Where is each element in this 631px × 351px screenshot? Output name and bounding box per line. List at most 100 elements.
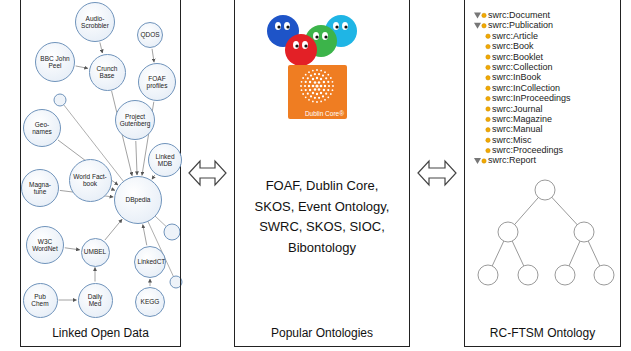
double-arrow — [418, 161, 456, 185]
dataset-circle: UMBEL — [81, 238, 110, 267]
node-label: W3C WordNet — [30, 238, 60, 253]
ontology-list: FOAF, Dublin Core, SKOS, Event Ontology,… — [246, 176, 398, 258]
class-label: swrc:InCollection — [464, 83, 621, 93]
node-label: Audio- Scrobbler — [79, 15, 110, 30]
hub-circle: DBpedia — [114, 176, 162, 224]
link-line — [136, 141, 137, 175]
node-label: Magna- tune — [25, 181, 55, 196]
class-label: swrc:Document — [464, 10, 621, 20]
dataset-circle: LinkedCT — [134, 246, 166, 278]
expand-triangle — [474, 158, 481, 164]
tree-node — [535, 180, 555, 200]
dataset-circle: Project Gutenberg — [115, 100, 155, 140]
dataset-circle: FOAF profiles — [138, 63, 176, 101]
logo-box: Dublin Core® — [288, 65, 347, 119]
link-line — [76, 66, 88, 68]
class-label: swrc:Misc — [464, 135, 621, 145]
logo-eyes — [275, 22, 348, 49]
dataset-circle: Daily Med — [78, 283, 113, 318]
class-label: swrc:Publication — [464, 20, 621, 30]
node-label: Daily Med — [81, 293, 108, 308]
class-label: swrc:Magazine — [464, 114, 621, 124]
class-tree — [478, 180, 614, 285]
node-label: UMBEL — [84, 248, 106, 255]
tree-list-marks — [474, 12, 490, 164]
dataset-circle: Audio- Scrobbler — [75, 2, 115, 42]
node-label: Project Gutenberg — [119, 113, 150, 128]
node-label: Dublin Core® — [305, 110, 344, 117]
class-bullet — [486, 44, 490, 48]
link-line — [152, 175, 155, 179]
dataset-circle: KEGG — [135, 287, 165, 317]
class-bullet — [486, 128, 490, 132]
class-bullet — [486, 76, 490, 80]
class-label: swrc:Collection — [464, 62, 621, 72]
panel-box: FOAF, Dublin Core, SKOS, Event Ontology,… — [234, 0, 410, 347]
link-line — [95, 268, 96, 282]
class-bullet — [486, 34, 490, 38]
dataset-circle: BBC John Peel — [35, 42, 75, 82]
link-line — [143, 225, 147, 246]
panel-caption: Popular Ontologies — [271, 326, 373, 340]
tree-node — [518, 265, 538, 285]
lod-extra-links — [60, 100, 176, 282]
dataset-circle: Crunch Base — [89, 54, 126, 91]
node-label: BBC John Peel — [39, 55, 70, 70]
link-line — [150, 279, 151, 286]
class-bullet — [486, 148, 490, 152]
class-bullet — [486, 55, 490, 59]
node-label: LinkedCT — [138, 258, 163, 265]
class-bullet — [486, 86, 490, 90]
class-bullet — [482, 13, 486, 17]
dataset-circle: QDOS — [137, 22, 163, 48]
link-line — [59, 300, 77, 301]
class-label: swrc:Proceedings — [464, 145, 621, 155]
node-label: DBpedia — [126, 196, 151, 203]
class-label: swrc:Manual — [464, 124, 621, 134]
expand-triangle — [474, 23, 481, 29]
node-label: KEGG — [141, 298, 160, 305]
dataset-circle: World Fact- book — [69, 159, 112, 202]
tree-node — [498, 222, 518, 242]
expand-triangle — [474, 12, 481, 18]
tree-node — [594, 265, 614, 285]
class-bullet — [486, 138, 490, 142]
dataset-circle — [54, 94, 66, 106]
node-label: Geo- names — [27, 121, 57, 136]
node-label: Crunch Base — [93, 65, 122, 80]
lod-plain-circles — [54, 94, 182, 288]
panel-caption: Linked Open Data — [52, 326, 149, 340]
class-bullet — [482, 24, 486, 28]
foaf-logo — [267, 15, 357, 66]
link-line — [152, 49, 154, 62]
tree-node — [478, 265, 498, 285]
dataset-circle: Linked MDB — [148, 143, 182, 177]
link-line — [65, 248, 80, 250]
link-line — [105, 219, 122, 240]
double-arrow — [189, 161, 226, 185]
node-label: Linked MDB — [152, 153, 179, 168]
tree-list: swrc:Documentswrc:Publicationswrc:Articl… — [464, 10, 621, 166]
dataset-circle — [164, 224, 180, 240]
tree-node — [555, 265, 575, 285]
logo-pupils — [277, 25, 347, 47]
class-bullet — [486, 117, 490, 121]
logo-face — [285, 34, 317, 66]
class-label: swrc:Journal — [464, 104, 621, 114]
class-label: swrc:Booklet — [464, 52, 621, 62]
dataset-circle: Geo- names — [23, 109, 61, 147]
class-label: swrc:Book — [464, 41, 621, 51]
class-bullet — [486, 96, 490, 100]
dataset-circle: Pub Chem — [23, 283, 58, 318]
class-bullet — [486, 65, 490, 69]
class-bullet — [486, 107, 490, 111]
class-label: swrc:InBook — [464, 72, 621, 82]
node-label: Pub Chem — [26, 293, 53, 308]
class-bullet — [482, 159, 486, 163]
class-label: swrc:Report — [464, 155, 621, 165]
node-label: World Fact- book — [73, 173, 107, 188]
panel-caption: RC-FTSM Ontology — [490, 326, 595, 340]
tree-node — [574, 222, 594, 242]
node-label: QDOS — [140, 31, 159, 38]
node-label: FOAF profiles — [142, 75, 172, 90]
